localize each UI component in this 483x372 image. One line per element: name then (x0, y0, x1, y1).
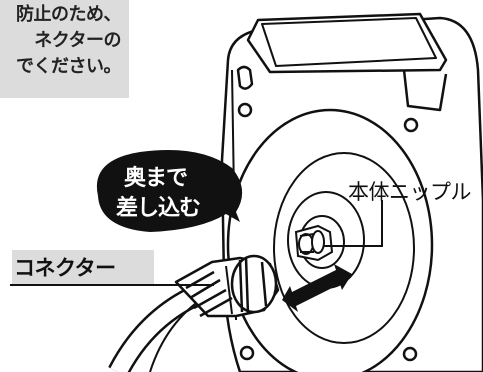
caution-note-line-1: 防止のため、 (16, 4, 122, 25)
body-nipple (294, 224, 334, 262)
insert-direction-arrow (282, 264, 352, 312)
nipple-leader-line (324, 200, 383, 247)
speech-bubble (96, 150, 243, 232)
body-nipple-label: 本体ニップル (348, 180, 472, 204)
caution-note-line-2: ネクターの (34, 30, 121, 51)
connector-label-box (12, 250, 154, 284)
connector (174, 254, 280, 318)
connector-label: コネクター (14, 256, 116, 280)
caution-note-box: 防止のため、 ネクターの でください。 (0, 0, 129, 98)
bubble-text-line-2: 差し込む (116, 196, 201, 221)
caution-note-line-3: でください。 (16, 56, 122, 77)
bubble-text-line-1: 奥まで (124, 166, 188, 191)
